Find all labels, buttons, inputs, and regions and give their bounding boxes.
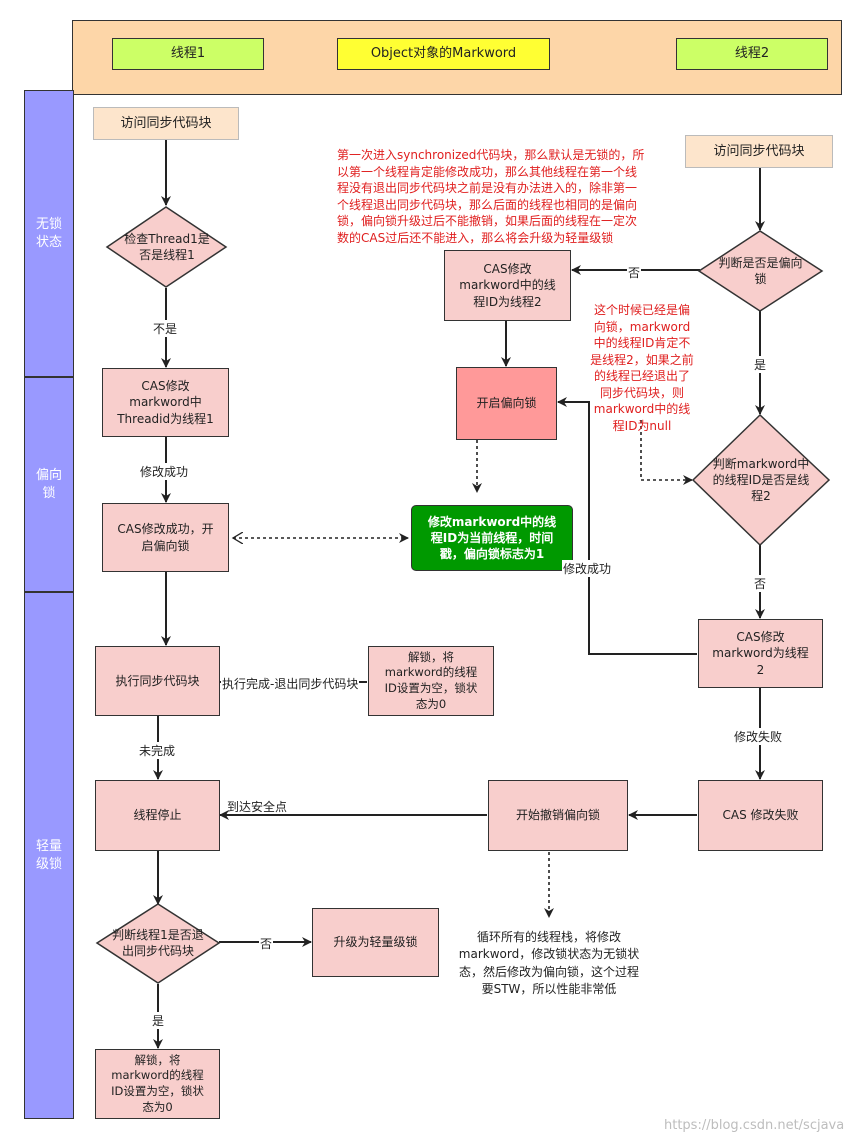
red-note-mid: 这个时候已经是偏 向锁，markword 中的线程ID肯定不 是线程2，如果之前…	[590, 303, 694, 433]
node-upgrade: 升级为轻量级锁	[312, 908, 439, 977]
node-cas-success-open: CAS修改成功，开 启偏向锁	[102, 503, 229, 572]
node-start-revoke: 开始撤销偏向锁	[488, 780, 628, 851]
diamond-check-t1	[105, 206, 228, 288]
header-thread1: 线程1	[112, 38, 264, 70]
node-open-biased: 开启偏向锁	[456, 367, 557, 440]
diamond-check-mw	[691, 413, 831, 547]
lane-biased: 偏向 锁	[24, 377, 74, 592]
node-t2-access: 访问同步代码块	[685, 135, 833, 168]
node-unlock1: 解锁，将 markword的线程 ID设置为空，锁状 态为0	[368, 646, 494, 716]
edge-note-checkmw	[640, 420, 693, 485]
check-biased-label: 判断是否是偏向 锁	[718, 255, 803, 286]
node-t1-access: 访问同步代码块	[93, 107, 239, 140]
header-markword: Object对象的Markword	[337, 38, 550, 70]
label-not-done: 未完成	[138, 742, 177, 759]
node-unlock2: 解锁，将 markword的线程 ID设置为空，锁状 态为0	[95, 1049, 220, 1119]
label-safe-point: 到达安全点	[227, 800, 288, 814]
node-set-thread-id: 修改markword中的线 程ID为当前线程，时间 戳，偏向锁标志为1	[411, 505, 573, 571]
diamond-check-exit	[95, 903, 221, 984]
check-exit-label: 判断线程1是否退 出同步代码块	[112, 927, 204, 958]
label-no-check: 否	[753, 575, 768, 592]
node-cas-t1: CAS修改 markword中 Threadid为线程1	[102, 368, 229, 437]
label-modify-success: 修改成功	[139, 463, 190, 480]
label-not-is: 不是	[152, 320, 179, 337]
label-yes-unlock: 是	[151, 1012, 166, 1029]
watermark: https://blog.csdn.net/scjava	[664, 1118, 845, 1133]
node-exec-sync: 执行同步代码块	[95, 646, 220, 716]
revoke-note: 循环所有的线程栈，将修改 markword，修改锁状态为无锁状 态，然后修改为偏…	[458, 930, 640, 997]
node-cas-mw-t2: CAS修改 markword为线程 2	[698, 619, 823, 688]
header-thread2: 线程2	[676, 38, 828, 70]
label-yes: 是	[753, 356, 768, 373]
label-no: 否	[627, 264, 642, 281]
lane-lightweight-label: 轻量 级锁	[35, 838, 62, 872]
node-cas-fail: CAS 修改失败	[698, 780, 823, 851]
lane-nolock: 无锁 状态	[24, 90, 74, 377]
node-thread-stop: 线程停止	[95, 780, 220, 851]
label-modify-success-right: 修改成功	[562, 560, 613, 577]
red-note-top: 第一次进入synchronized代码块，那么默认是无锁的，所 以第一个线程肯定…	[337, 148, 645, 245]
check-t1-label: 检查Thread1是 否是线程1	[124, 231, 210, 262]
lane-biased-label: 偏向 锁	[35, 467, 62, 501]
label-modify-fail: 修改失败	[733, 728, 784, 745]
edge-casmw-open	[557, 397, 697, 655]
diamond-check-biased	[697, 230, 824, 312]
lane-nolock-label: 无锁 状态	[35, 216, 62, 250]
label-no-upgrade: 否	[259, 935, 274, 952]
check-mw-label: 判断markword中 的线程ID是否是线 程2	[712, 456, 810, 504]
lane-lightweight: 轻量 级锁	[24, 592, 74, 1119]
label-exec-done: 执行完成-退出同步代码块	[221, 675, 360, 692]
node-cas-t2-left: CAS修改 markword中的线 程ID为线程2	[444, 250, 571, 321]
